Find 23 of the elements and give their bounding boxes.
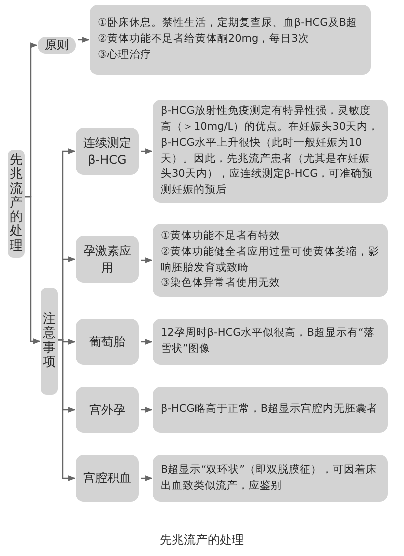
caption: 先兆流产的处理 bbox=[159, 532, 245, 549]
arrow bbox=[78, 37, 90, 43]
note-box: β-HCG略高于正常，B超显示宫腔内无胚囊者 bbox=[153, 387, 388, 433]
note-box: 12孕周时β-HCG水平似很高，B超显示有“落雪状”图像 bbox=[153, 319, 388, 365]
arrow bbox=[141, 339, 153, 345]
topic-box: 宫外孕 bbox=[76, 387, 139, 433]
note-box: ①黄体功能不足者有特效 ②黄体功能健全者应用过量可使黄体萎缩，影响胚胎发育或致畸 ③染色体异常者使用无效 bbox=[153, 224, 388, 297]
topic-box: 连续测定β-HCG bbox=[76, 128, 139, 175]
arrow bbox=[141, 258, 153, 264]
arrow bbox=[25, 196, 41, 344]
topic-box: 宫腔积血 bbox=[76, 455, 139, 502]
note-box: ①卧床休息。禁性生活，定期复查尿、血β-HCG及B超 ②黄体功能不足者给黄体酮20mg，每日3次 ③心理治疗 bbox=[90, 5, 371, 75]
arrow bbox=[58, 339, 76, 482]
topic-box: 原则 bbox=[38, 37, 76, 54]
arrow bbox=[141, 476, 153, 482]
topic-box: 葡萄胎 bbox=[76, 319, 139, 365]
arrow bbox=[141, 148, 153, 154]
note-box: β-HCG放射性免疫测定有特异性强，灵敏度高（＞10mg/L）的优点。在妊娠头30天内，β-HCG水平上升很快（此时一般妊娠为10天）。因此，先兆流产患者（尤其是在妊娠头30天内），应连续测定β-HCG，可准确预测妊娠的预后 bbox=[153, 100, 388, 203]
topic-box: 注意事项 bbox=[41, 288, 58, 395]
arrow bbox=[141, 407, 153, 413]
note-box: B超显示“双环状”（即双脱膜征），可因着床出血致类似流产，应鉴别 bbox=[153, 455, 388, 502]
topic-box: 先兆流产的处理 bbox=[8, 150, 25, 258]
topic-box: 孕激素应用 bbox=[76, 236, 139, 283]
